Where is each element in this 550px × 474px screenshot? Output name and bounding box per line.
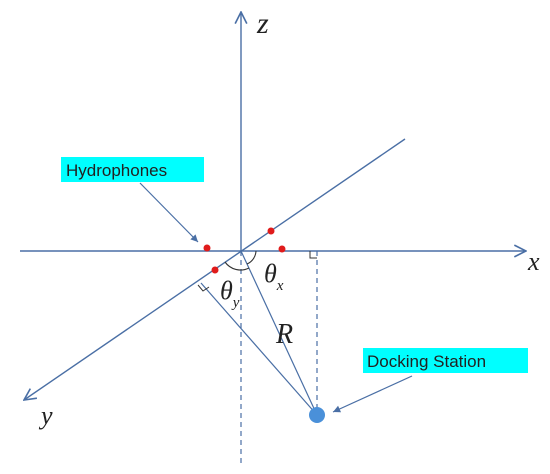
theta-y-arc [224,261,250,271]
theta-x-label: θx [264,259,284,294]
right-angle-marker-y [197,284,210,292]
theta-x-symbol: θ [264,259,277,288]
right-angle-marker-x [309,251,317,259]
hydrophone-left [203,244,211,252]
docking-station-marker [309,407,325,423]
range-label: R [275,319,293,350]
docking-station-pointer-arrow [332,375,413,413]
x-axis-label: x [527,247,540,276]
hydrophone-right [278,245,286,253]
theta-y-symbol: θ [220,276,233,305]
theta-y-subscript: y [231,295,240,311]
hydrophone-front [211,266,219,274]
hydrophones-pointer-arrow [139,182,199,243]
docking-station-callout: Docking Station [367,352,486,371]
range-line [240,250,318,416]
theta-x-arc [246,250,257,265]
theta-y-label: θy [220,276,240,311]
z-axis-label: z [256,7,269,40]
y-axis-label: y [38,401,53,430]
hydrophone-back [267,227,275,235]
theta-x-subscript: x [276,278,284,294]
perpendicular-to-y-axis [200,282,318,416]
hydrophones-callout: Hydrophones [66,161,167,180]
docking-station-callout-bg [363,348,528,373]
hydrophones-callout-bg [61,157,204,182]
